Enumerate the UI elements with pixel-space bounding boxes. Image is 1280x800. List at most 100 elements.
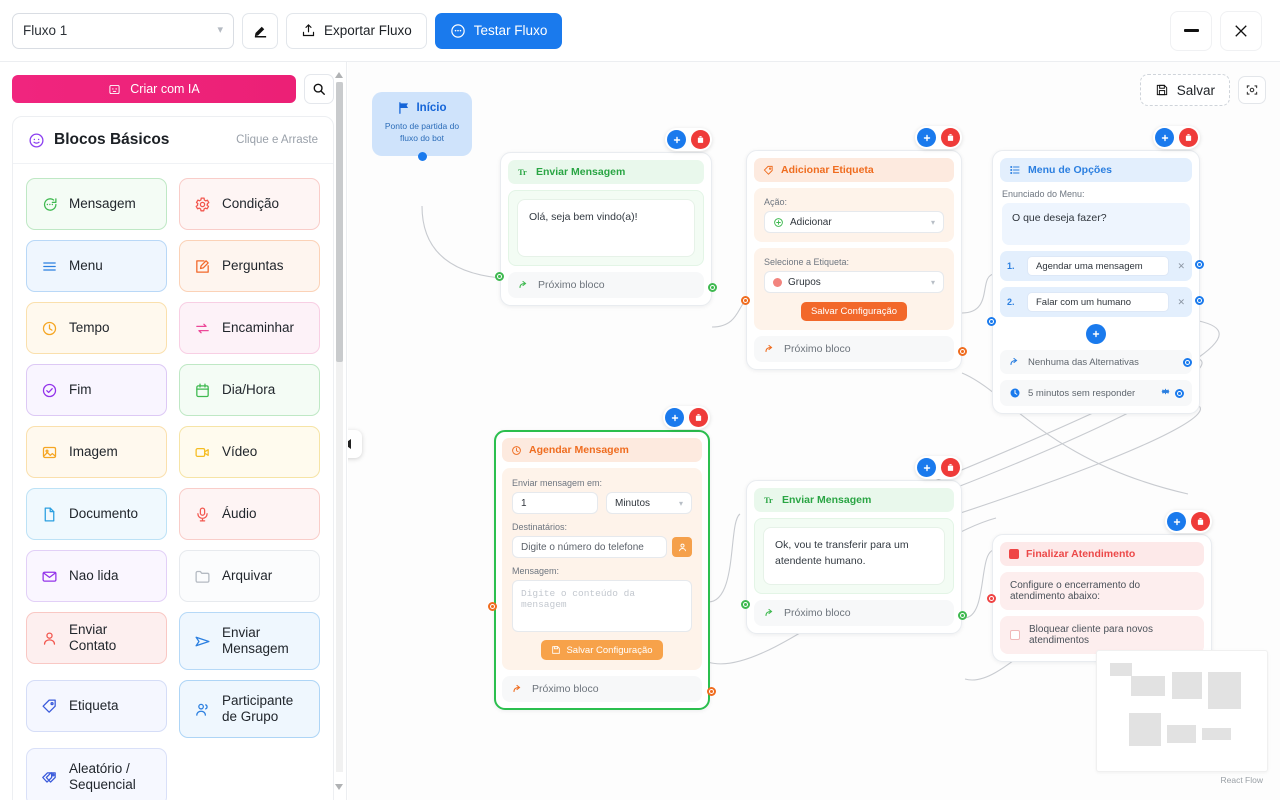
finish-block-client-row[interactable]: Bloquear cliente para novos atendimentos bbox=[1000, 616, 1204, 654]
minimap-viewport[interactable] bbox=[1104, 658, 1260, 764]
schedule-recipients-input[interactable]: Digite o número do telefone bbox=[512, 536, 667, 558]
menu-timeout-settings-button[interactable] bbox=[1160, 386, 1171, 400]
menu-timeout-row[interactable]: 5 minutos sem responder bbox=[1000, 380, 1192, 406]
tag-select[interactable]: Grupos ▾ bbox=[764, 271, 944, 293]
message-text[interactable]: Ok, vou te transferir para um atendente … bbox=[763, 527, 945, 585]
source-handle[interactable] bbox=[707, 687, 716, 696]
tag-node-card[interactable]: Adicionar Etiqueta Ação: Adicionar ▾ Sel… bbox=[746, 150, 962, 370]
node-menu-options[interactable]: Menu de Opções Enunciado do Menu: O que … bbox=[987, 126, 1204, 414]
sidebar-block-menu[interactable]: Menu bbox=[26, 240, 167, 292]
fit-view-button[interactable] bbox=[1238, 76, 1266, 104]
sidebar-scrollbar[interactable] bbox=[335, 70, 344, 792]
scrollbar-thumb[interactable] bbox=[336, 82, 343, 362]
sidebar-block-aleat-rio-sequencial[interactable]: Aleatório / Sequencial bbox=[26, 748, 167, 800]
sidebar-block-arquivar[interactable]: Arquivar bbox=[179, 550, 320, 602]
sidebar-block-mensagem[interactable]: Mensagem bbox=[26, 178, 167, 230]
node-add-button[interactable] bbox=[1155, 128, 1174, 147]
menu-option-row[interactable]: 2.Falar com um humano✕ bbox=[1000, 287, 1204, 317]
block-client-checkbox[interactable] bbox=[1010, 630, 1020, 640]
create-with-ai-button[interactable]: Criar com IA bbox=[12, 75, 296, 103]
menu-fallback-row[interactable]: Nenhuma das Alternativas bbox=[1000, 350, 1192, 374]
sidebar-block-tempo[interactable]: Tempo bbox=[26, 302, 167, 354]
schedule-pick-contact-button[interactable] bbox=[672, 537, 692, 557]
menu-option-input[interactable]: Falar com um humano bbox=[1027, 292, 1170, 312]
close-icon[interactable]: ✕ bbox=[1177, 260, 1185, 271]
sidebar-block-condi-o[interactable]: Condição bbox=[179, 178, 320, 230]
fallback-source-handle[interactable] bbox=[1183, 357, 1192, 367]
minimap[interactable]: React Flow bbox=[1096, 650, 1268, 785]
sidebar-block-udio[interactable]: Áudio bbox=[179, 488, 320, 540]
start-node-source-handle[interactable] bbox=[418, 151, 427, 161]
scroll-down-icon[interactable] bbox=[335, 784, 343, 790]
node-delete-button[interactable] bbox=[941, 128, 960, 147]
start-node-card[interactable]: Início Ponto de partida do fluxo do bot bbox=[372, 92, 472, 156]
search-button[interactable] bbox=[304, 74, 334, 104]
sidebar-block-etiqueta[interactable]: Etiqueta bbox=[26, 680, 167, 732]
node-send-message-1[interactable]: Tr Enviar Mensagem Olá, seja bem vindo(a… bbox=[495, 128, 717, 306]
timeout-source-handle[interactable] bbox=[1175, 388, 1184, 398]
tag-save-config-button[interactable]: Salvar Configuração bbox=[800, 302, 908, 321]
sidebar-block-encaminhar[interactable]: Encaminhar bbox=[179, 302, 320, 354]
target-handle[interactable] bbox=[741, 600, 750, 609]
sidebar-block-fim[interactable]: Fim bbox=[26, 364, 167, 416]
sidebar-block-nao-lida[interactable]: Nao lida bbox=[26, 550, 167, 602]
target-handle[interactable] bbox=[741, 296, 750, 305]
test-flow-button[interactable]: Testar Fluxo bbox=[434, 12, 563, 49]
schedule-amount-input[interactable]: 1 bbox=[512, 492, 598, 514]
node-delete-button[interactable] bbox=[941, 458, 960, 477]
menu-option-source-handle[interactable] bbox=[1195, 260, 1204, 269]
node-schedule-message[interactable]: Agendar Mensagem Enviar mensagem em: 1 M… bbox=[488, 406, 716, 710]
node-add-button[interactable] bbox=[667, 130, 686, 149]
flow-canvas[interactable]: Salvar Início bbox=[348, 62, 1280, 800]
menu-option-input[interactable]: Agendar uma mensagem bbox=[1027, 256, 1170, 276]
node-footer[interactable]: Próximo bloco bbox=[754, 600, 954, 626]
source-handle[interactable] bbox=[958, 611, 967, 620]
sidebar-block-enviar-mensagem[interactable]: Enviar Mensagem bbox=[179, 612, 320, 670]
sidebar-block-imagem[interactable]: Imagem bbox=[26, 426, 167, 478]
target-handle[interactable] bbox=[987, 317, 996, 326]
source-handle[interactable] bbox=[708, 283, 717, 292]
node-add-button[interactable] bbox=[917, 128, 936, 147]
schedule-message-textarea[interactable]: Digite o conteúdo da mensagem bbox=[512, 580, 692, 632]
close-icon[interactable]: ✕ bbox=[1177, 296, 1185, 307]
node-delete-button[interactable] bbox=[691, 130, 710, 149]
menu-prompt-value[interactable]: O que deseja fazer? bbox=[1002, 203, 1190, 245]
sidebar-block-enviar-contato[interactable]: Enviar Contato bbox=[26, 612, 167, 664]
scrollbar-track[interactable] bbox=[336, 82, 343, 772]
node-add-button[interactable] bbox=[917, 458, 936, 477]
menu-option-source-handle[interactable] bbox=[1195, 296, 1204, 305]
target-handle[interactable] bbox=[987, 594, 996, 603]
menu-node-card[interactable]: Menu de Opções Enunciado do Menu: O que … bbox=[992, 150, 1204, 414]
node-delete-button[interactable] bbox=[1191, 512, 1210, 531]
sidebar-collapse-button[interactable] bbox=[348, 430, 362, 458]
export-flow-button[interactable]: Exportar Fluxo bbox=[286, 12, 427, 49]
target-handle[interactable] bbox=[495, 272, 504, 281]
sidebar-block-dia-hora[interactable]: Dia/Hora bbox=[179, 364, 320, 416]
sidebar-block-v-deo[interactable]: Vídeo bbox=[179, 426, 320, 478]
node-finish-service[interactable]: Finalizar Atendimento Configure o encerr… bbox=[987, 510, 1212, 662]
schedule-unit-select[interactable]: Minutos ▾ bbox=[606, 492, 692, 514]
node-delete-button[interactable] bbox=[689, 408, 708, 427]
sidebar-block-documento[interactable]: Documento bbox=[26, 488, 167, 540]
source-handle[interactable] bbox=[958, 347, 967, 356]
tag-action-select[interactable]: Adicionar ▾ bbox=[764, 211, 944, 233]
node-send-message-2[interactable]: Tr Enviar Mensagem Ok, vou te transferir… bbox=[741, 456, 967, 634]
node-footer[interactable]: Próximo bloco bbox=[508, 272, 704, 298]
schedule-node-card[interactable]: Agendar Mensagem Enviar mensagem em: 1 M… bbox=[494, 430, 710, 710]
node-start[interactable]: Início Ponto de partida do fluxo do bot bbox=[372, 92, 472, 161]
save-button[interactable]: Salvar bbox=[1139, 74, 1230, 106]
sidebar-block-participante-de-grupo[interactable]: Participante de Grupo bbox=[179, 680, 320, 738]
close-button[interactable] bbox=[1220, 10, 1262, 51]
node-footer[interactable]: Próximo bloco bbox=[754, 336, 954, 362]
node-add-button[interactable] bbox=[665, 408, 684, 427]
node-add-button[interactable] bbox=[1167, 512, 1186, 531]
flow-select[interactable]: Fluxo 1 ▾ bbox=[12, 12, 234, 49]
node-delete-button[interactable] bbox=[1179, 128, 1198, 147]
menu-add-option-button[interactable] bbox=[1086, 324, 1106, 344]
scroll-up-icon[interactable] bbox=[335, 72, 343, 78]
target-handle[interactable] bbox=[488, 602, 497, 611]
minimize-button[interactable] bbox=[1170, 10, 1212, 51]
menu-option-row[interactable]: 1.Agendar uma mensagem✕ bbox=[1000, 251, 1204, 281]
message-text[interactable]: Olá, seja bem vindo(a)! bbox=[517, 199, 695, 257]
message-node-card[interactable]: Tr Enviar Mensagem Olá, seja bem vindo(a… bbox=[500, 152, 712, 306]
